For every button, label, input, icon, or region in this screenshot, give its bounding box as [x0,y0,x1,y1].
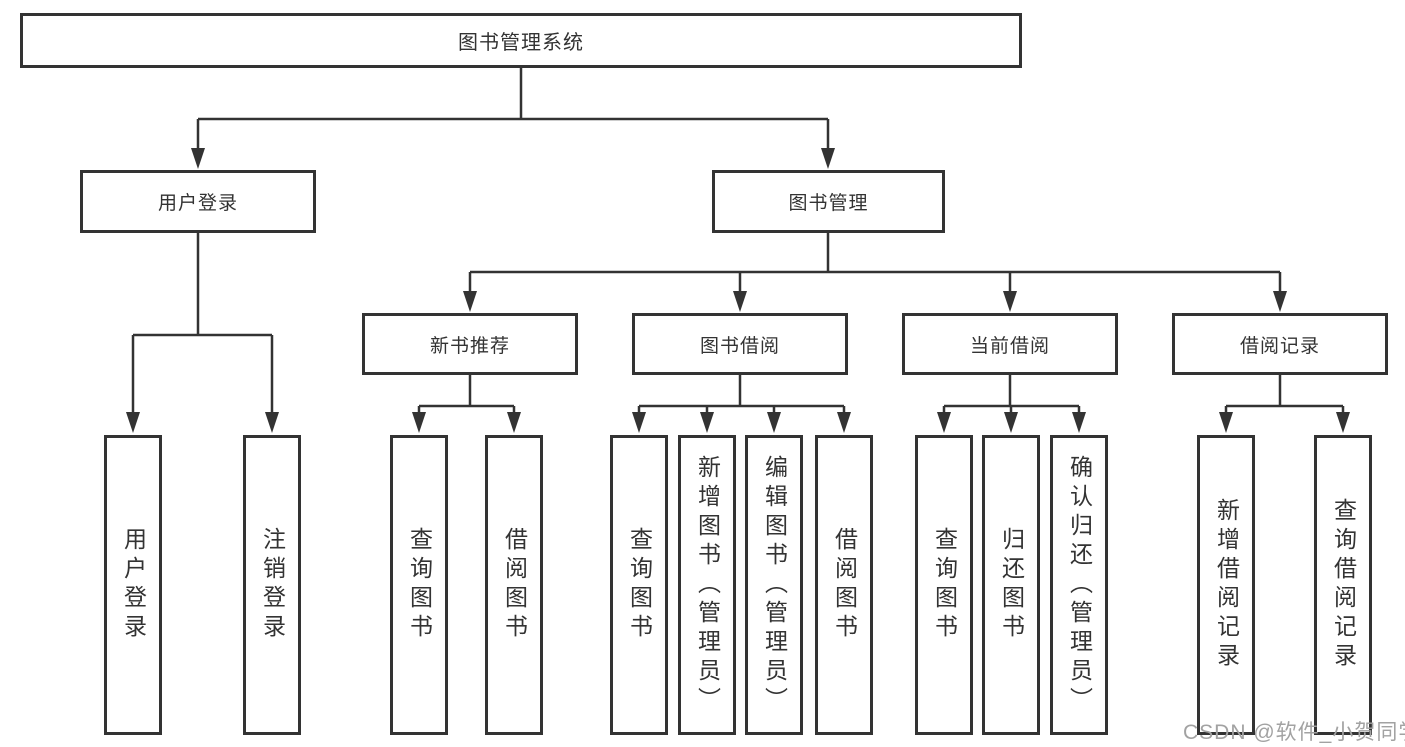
leaf-borrow-books-recommend: 借阅图书 [485,435,543,735]
node-book-management-module: 图书管理 [712,170,945,233]
leaf-add-books-admin: 新增图书（管理员） [678,435,736,735]
leaf-query-borrow-record: 查询借阅记录 [1314,435,1372,735]
leaf-user-login: 用户登录 [104,435,162,735]
node-user-login-module: 用户登录 [80,170,316,233]
leaf-query-books-current: 查询图书 [915,435,973,735]
node-new-book-recommend: 新书推荐 [362,313,578,375]
leaf-return-books: 归还图书 [982,435,1040,735]
leaf-confirm-return-admin: 确认归还（管理员） [1050,435,1108,735]
leaf-query-books-borrow: 查询图书 [610,435,668,735]
leaf-add-borrow-record: 新增借阅记录 [1197,435,1255,735]
leaf-logout: 注销登录 [243,435,301,735]
leaf-edit-books-admin: 编辑图书（管理员） [745,435,803,735]
node-system-root: 图书管理系统 [20,13,1022,68]
leaf-borrow-books: 借阅图书 [815,435,873,735]
csdn-watermark: CSDN @软件_小贺同学 [1183,721,1405,744]
leaf-query-books-recommend: 查询图书 [390,435,448,735]
node-current-borrowing: 当前借阅 [902,313,1118,375]
node-borrowing-records: 借阅记录 [1172,313,1388,375]
node-book-borrowing: 图书借阅 [632,313,848,375]
